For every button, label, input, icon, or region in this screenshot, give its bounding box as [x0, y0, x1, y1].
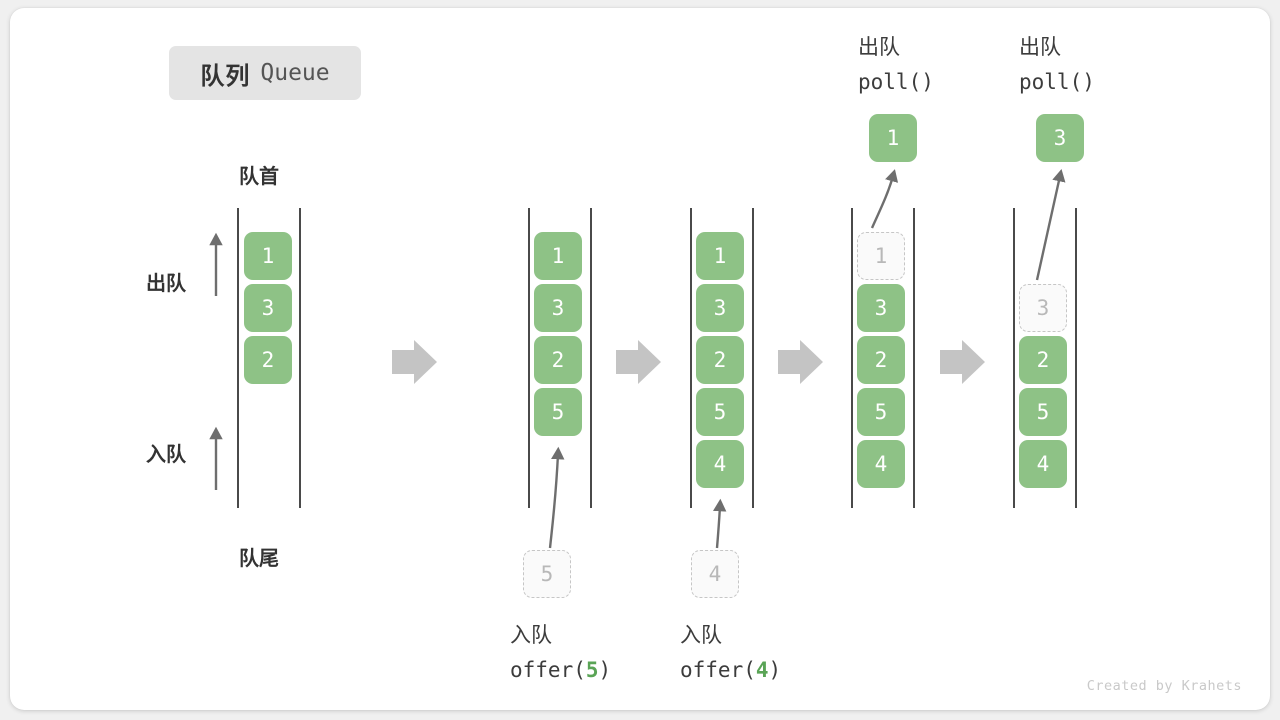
queue-rail-left-stage-2 [528, 208, 530, 508]
incoming-element-ghost: 4 [691, 550, 739, 598]
queue-cell: 1 [244, 232, 292, 280]
queue-rail-left-stage-1 [237, 208, 239, 508]
operation-cn-poll-1: 出队 [858, 36, 900, 59]
queue-cell: 2 [696, 336, 744, 384]
operation-code-prefix-poll-1: poll( [858, 70, 922, 94]
popped-element: 1 [869, 114, 917, 162]
queue-rail-right-stage-3 [752, 208, 754, 508]
queue-cell: 4 [1019, 440, 1067, 488]
queue-cell: 5 [696, 388, 744, 436]
removed-element-ghost: 1 [857, 232, 905, 280]
diagram-card [10, 8, 1270, 710]
queue-cell: 1 [696, 232, 744, 280]
operation-code-suffix-poll-2: ) [1082, 70, 1095, 94]
operation-caption-poll-2: 出队 poll() [1019, 30, 1095, 99]
attribution-footer: Created by Krahets [1086, 678, 1242, 694]
operation-code-suffix-offer-4: ) [768, 658, 782, 682]
queue-cell: 1 [534, 232, 582, 280]
operation-caption-poll-1: 出队 poll() [858, 30, 934, 99]
queue-cell: 5 [1019, 388, 1067, 436]
operation-cn-offer-5: 入队 [510, 624, 552, 647]
queue-cell: 4 [696, 440, 744, 488]
queue-rail-right-stage-2 [590, 208, 592, 508]
operation-code-prefix-offer-5: offer( [510, 658, 586, 682]
queue-head-label: 队首 [239, 166, 279, 188]
removed-element-ghost: 3 [1019, 284, 1067, 332]
title-badge: 队列 Queue [169, 46, 361, 100]
queue-cell: 3 [857, 284, 905, 332]
operation-cn-poll-2: 出队 [1019, 36, 1061, 59]
operation-code-suffix-offer-5: ) [598, 658, 612, 682]
operation-caption-offer-5: 入队 offer(5) [510, 618, 611, 687]
queue-rail-left-stage-5 [1013, 208, 1015, 508]
queue-cell: 2 [1019, 336, 1067, 384]
operation-cn-offer-4: 入队 [680, 624, 722, 647]
operation-code-suffix-poll-1: ) [921, 70, 934, 94]
popped-element: 3 [1036, 114, 1084, 162]
queue-cell: 3 [696, 284, 744, 332]
title-chinese: 队列 [200, 62, 251, 90]
enqueue-direction-label: 入队 [146, 444, 186, 466]
queue-rail-right-stage-4 [913, 208, 915, 508]
queue-rail-left-stage-3 [690, 208, 692, 508]
queue-rail-right-stage-1 [299, 208, 301, 508]
dequeue-direction-label: 出队 [146, 273, 186, 295]
operation-arg-offer-5: 5 [585, 658, 599, 682]
queue-cell: 2 [244, 336, 292, 384]
queue-rail-left-stage-4 [851, 208, 853, 508]
operation-code-prefix-offer-4: offer( [680, 658, 756, 682]
operation-code-prefix-poll-2: poll( [1019, 70, 1083, 94]
queue-cell: 3 [534, 284, 582, 332]
queue-cell: 5 [857, 388, 905, 436]
queue-cell: 2 [534, 336, 582, 384]
queue-cell: 2 [857, 336, 905, 384]
queue-cell: 3 [244, 284, 292, 332]
queue-rail-right-stage-5 [1075, 208, 1077, 508]
operation-arg-offer-4: 4 [755, 658, 769, 682]
operation-caption-offer-4: 入队 offer(4) [680, 618, 781, 687]
queue-cell: 5 [534, 388, 582, 436]
title-english: Queue [260, 60, 330, 86]
queue-cell: 4 [857, 440, 905, 488]
incoming-element-ghost: 5 [523, 550, 571, 598]
queue-tail-label: 队尾 [239, 548, 279, 570]
